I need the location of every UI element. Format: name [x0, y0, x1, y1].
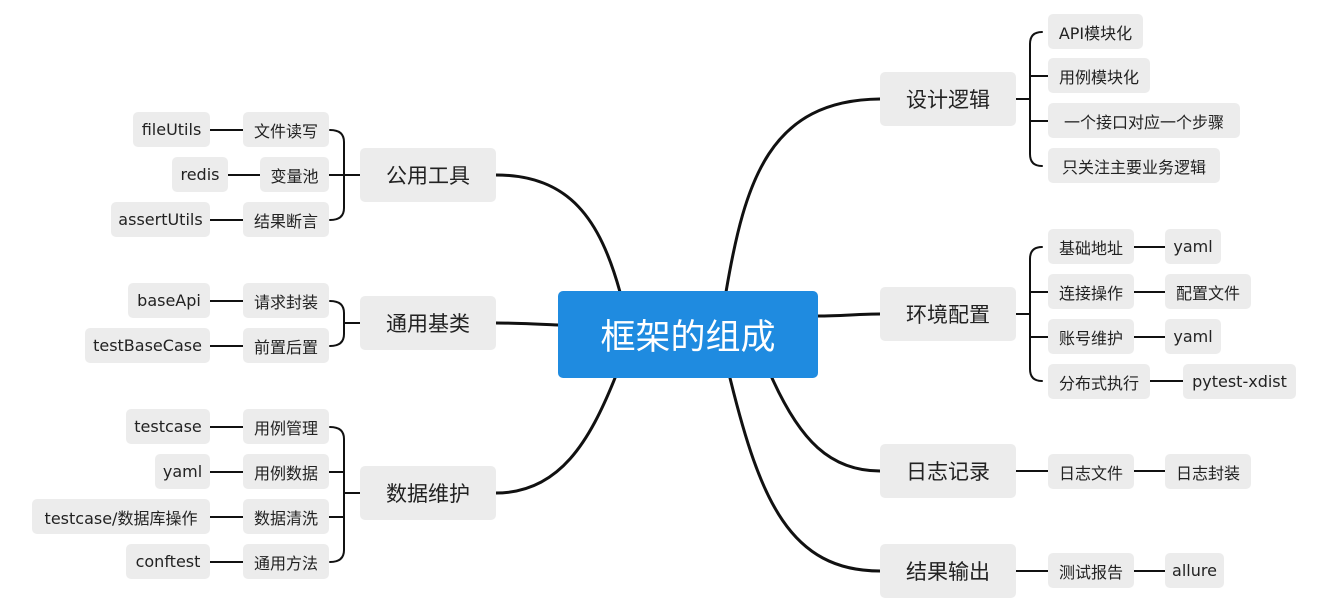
edge-root-base	[494, 321, 560, 327]
result-item-report[interactable]: 测试报告	[1048, 553, 1134, 588]
base-leaf-baseapi[interactable]: baseApi	[128, 283, 210, 318]
data-item-case-mgmt[interactable]: 用例管理	[243, 409, 329, 444]
env-leaf-config-file[interactable]: 配置文件	[1165, 274, 1251, 309]
edge-design-bracket	[1015, 31, 1049, 167]
tools-leaf-fileutils[interactable]: fileUtils	[133, 112, 210, 147]
edge-tools-leaves	[209, 129, 261, 221]
base-leaf-testbasecase[interactable]: testBaseCase	[85, 328, 210, 363]
data-item-case-data[interactable]: 用例数据	[243, 454, 329, 489]
edge-root-result	[728, 376, 882, 573]
data-leaf-conftest[interactable]: conftest	[126, 544, 210, 579]
data-leaf-testcase-db[interactable]: testcase/数据库操作	[32, 499, 210, 534]
branch-design[interactable]: 设计逻辑	[880, 72, 1016, 126]
env-item-connection[interactable]: 连接操作	[1048, 274, 1134, 309]
edge-base-bracket	[329, 300, 361, 347]
edge-env-leaves	[1133, 246, 1184, 382]
branch-env[interactable]: 环境配置	[880, 287, 1016, 341]
design-item-case-module[interactable]: 用例模块化	[1048, 58, 1150, 93]
env-leaf-yaml-2[interactable]: yaml	[1165, 319, 1221, 354]
env-leaf-pytest-xdist[interactable]: pytest-xdist	[1183, 364, 1296, 399]
tools-item-file-rw[interactable]: 文件读写	[243, 112, 329, 147]
branch-log[interactable]: 日志记录	[880, 444, 1016, 498]
branch-tools[interactable]: 公用工具	[360, 148, 496, 202]
edge-base-leaves	[209, 300, 244, 347]
tools-leaf-assertutils[interactable]: assertUtils	[111, 202, 210, 237]
edge-data-bracket	[327, 426, 361, 563]
tools-leaf-redis[interactable]: redis	[172, 157, 228, 192]
data-leaf-yaml[interactable]: yaml	[155, 454, 210, 489]
base-item-setup-teardown[interactable]: 前置后置	[243, 328, 329, 363]
env-item-base-url[interactable]: 基础地址	[1048, 229, 1134, 264]
edge-root-tools	[494, 173, 622, 294]
branch-base[interactable]: 通用基类	[360, 296, 496, 350]
design-item-api-module[interactable]: API模块化	[1048, 14, 1143, 49]
tools-item-var-pool[interactable]: 变量池	[260, 157, 329, 192]
root-topic[interactable]: 框架的组成	[558, 291, 818, 378]
tools-item-assert[interactable]: 结果断言	[243, 202, 329, 237]
env-item-account[interactable]: 账号维护	[1048, 319, 1134, 354]
edge-root-design	[724, 97, 882, 294]
edge-root-env	[816, 312, 882, 318]
result-leaf-allure[interactable]: allure	[1165, 553, 1224, 588]
data-item-common-method[interactable]: 通用方法	[243, 544, 329, 579]
edge-tools-bracket	[327, 129, 361, 221]
log-leaf-wrapper[interactable]: 日志封装	[1165, 454, 1251, 489]
data-leaf-testcase[interactable]: testcase	[126, 409, 210, 444]
edge-root-data	[494, 376, 617, 495]
design-item-one-step[interactable]: 一个接口对应一个步骤	[1048, 103, 1240, 138]
base-item-request[interactable]: 请求封装	[243, 283, 329, 318]
env-leaf-yaml-1[interactable]: yaml	[1165, 229, 1221, 264]
branch-result[interactable]: 结果输出	[880, 544, 1016, 598]
edge-root-log	[770, 376, 882, 473]
branch-data[interactable]: 数据维护	[360, 466, 496, 520]
design-item-main-logic[interactable]: 只关注主要业务逻辑	[1048, 148, 1220, 183]
log-item-file[interactable]: 日志文件	[1048, 454, 1134, 489]
edge-data-leaves	[209, 426, 244, 563]
edge-env-bracket	[1015, 246, 1049, 382]
data-item-cleanup[interactable]: 数据清洗	[243, 499, 329, 534]
env-item-distributed[interactable]: 分布式执行	[1048, 364, 1150, 399]
